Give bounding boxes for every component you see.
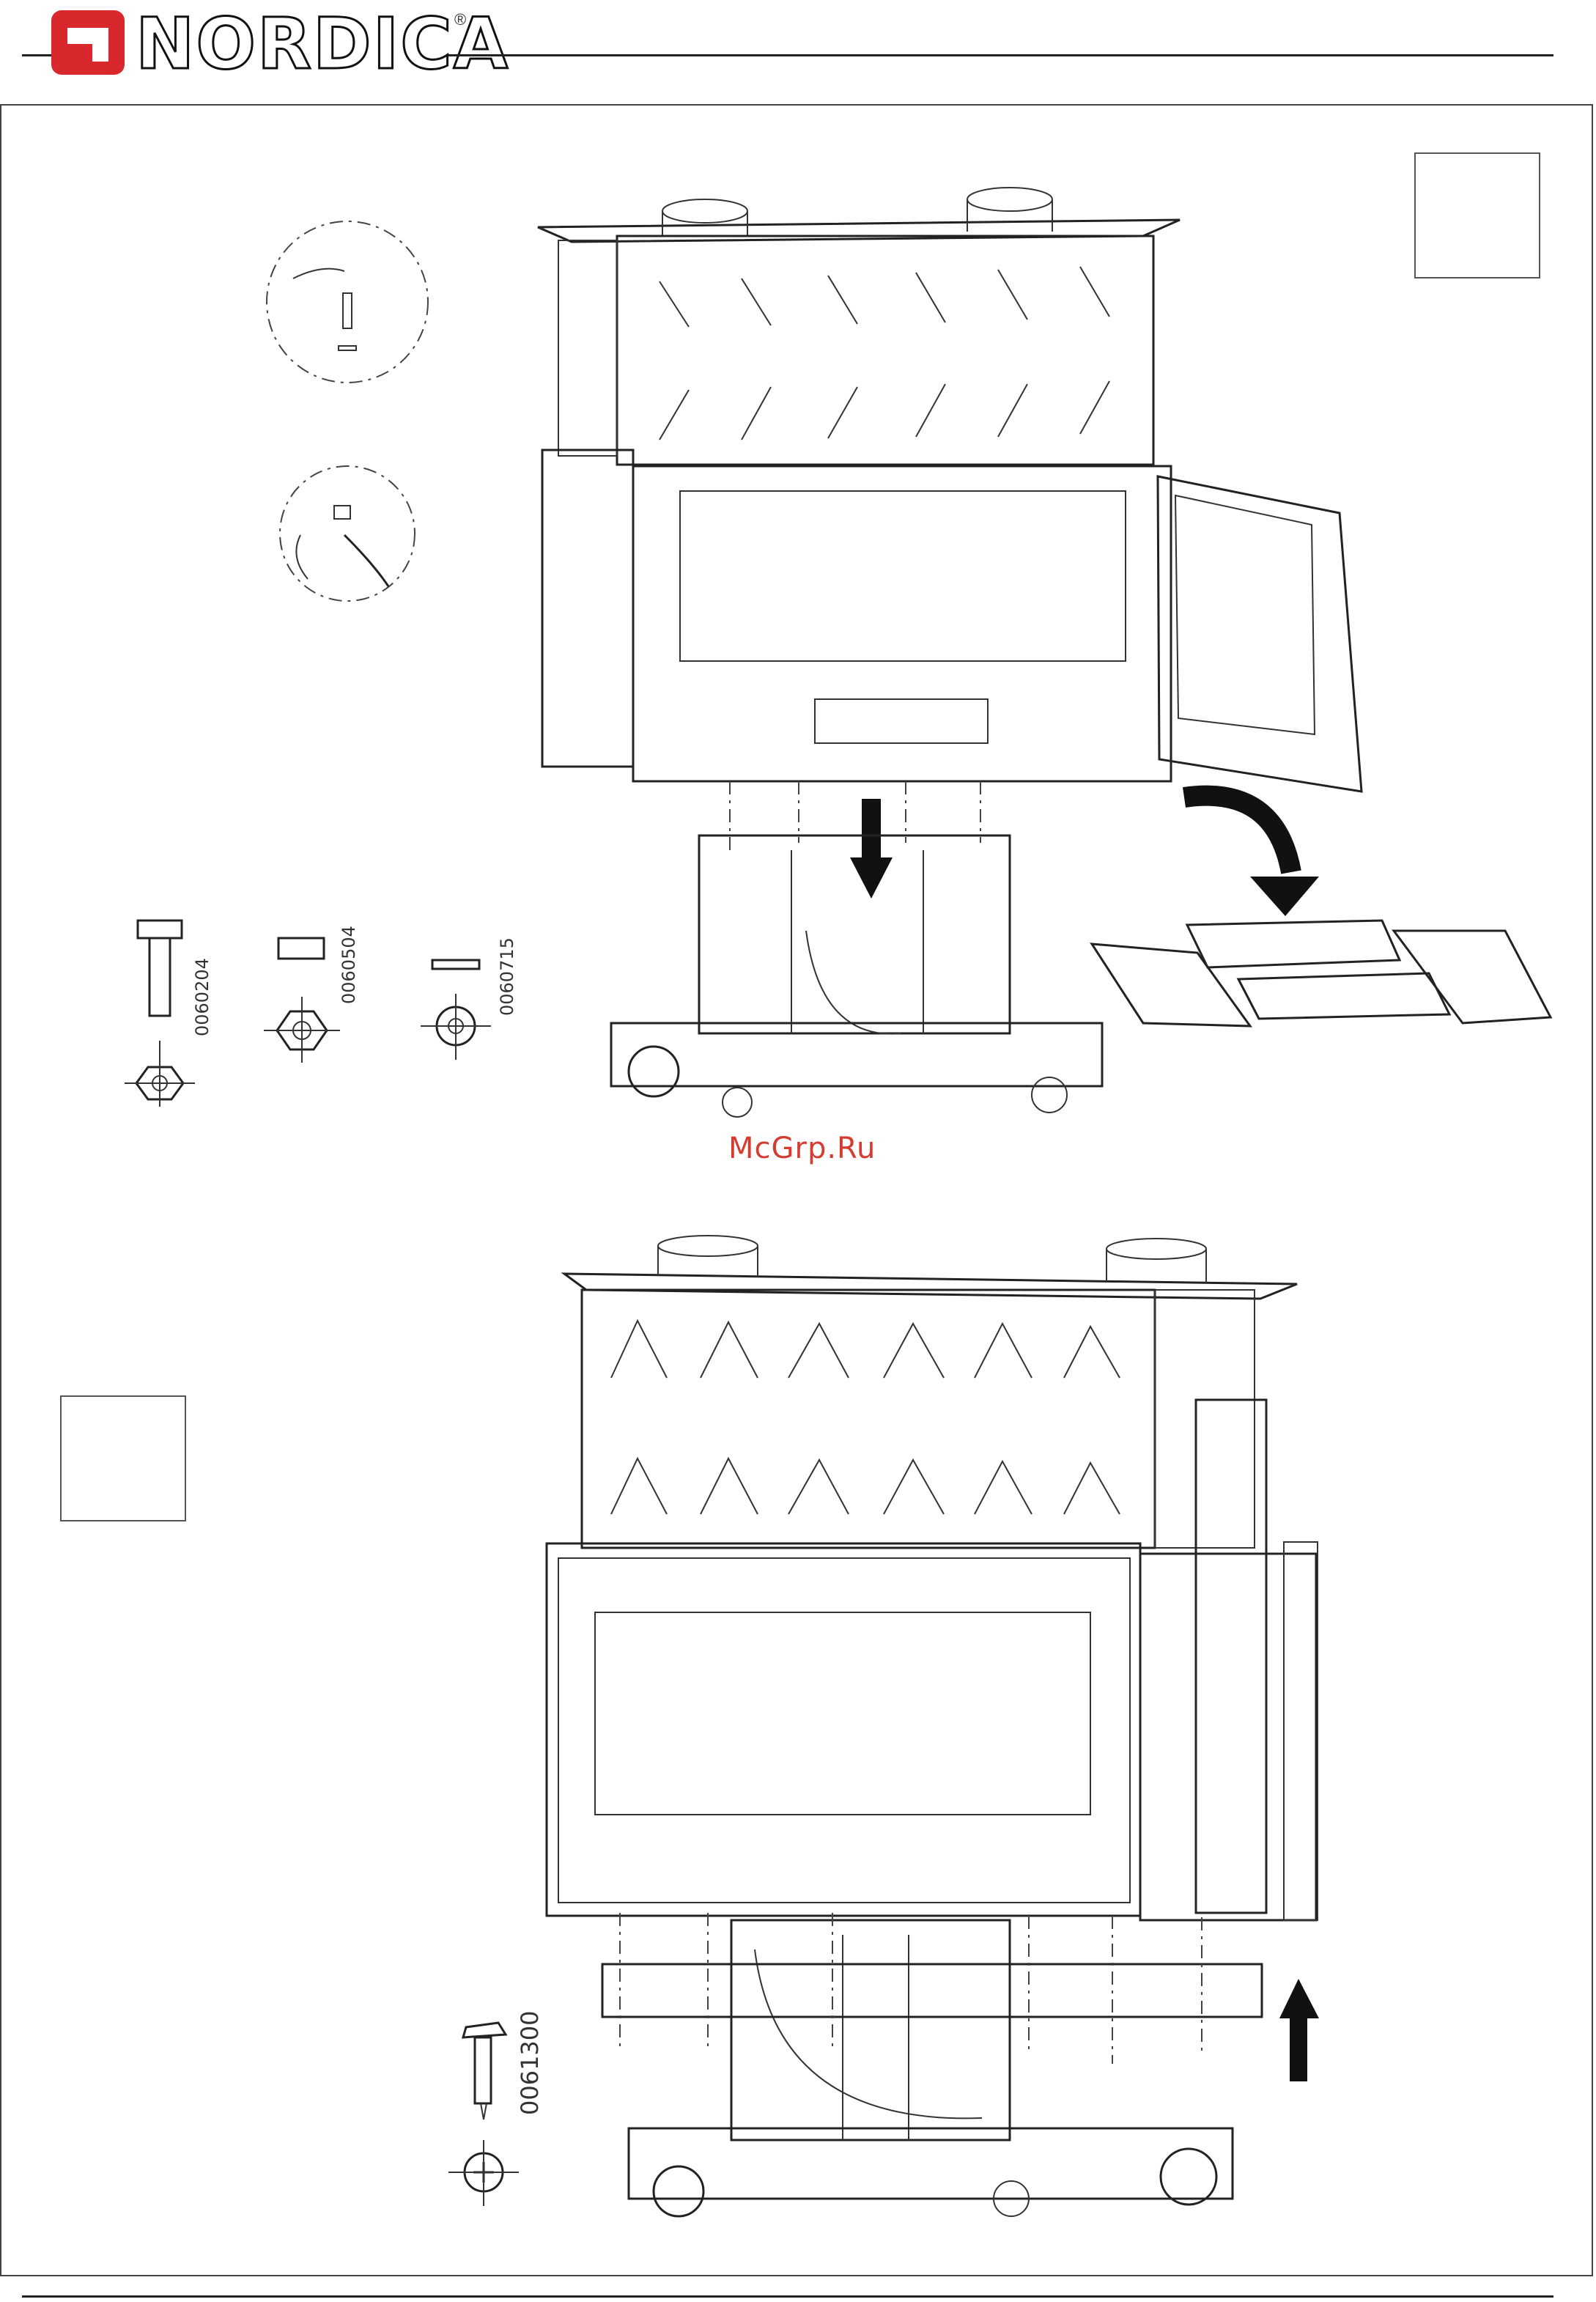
grate-parts xyxy=(1092,921,1551,1026)
trolley-stand-bottom xyxy=(602,1920,1262,2216)
arrow-down-icon xyxy=(850,799,893,899)
part-code-washer: 0060715 xyxy=(497,937,517,1016)
footer-rule xyxy=(22,2295,1553,2298)
part-code-nut: 0060504 xyxy=(339,926,359,1004)
detail-wrench-circle-2 xyxy=(280,466,415,601)
trolley-stand-top xyxy=(611,835,1102,1117)
watermark: McGrp.Ru xyxy=(728,1132,876,1165)
curved-arrow-icon xyxy=(1184,796,1319,916)
nut-symbol xyxy=(264,938,340,1063)
detail-wrench-circle-1 xyxy=(267,221,428,383)
bolt-symbol xyxy=(448,2023,519,2206)
fireplace-bottom-body xyxy=(547,1236,1318,1920)
fireplace-top-body xyxy=(538,188,1362,792)
part-code-screw: 0060204 xyxy=(192,958,213,1036)
screw-symbol xyxy=(125,921,195,1107)
part-code-bolt: 0061300 xyxy=(516,2010,544,2115)
washer-symbol xyxy=(421,960,491,1060)
arrow-up-icon xyxy=(1279,1979,1319,2081)
